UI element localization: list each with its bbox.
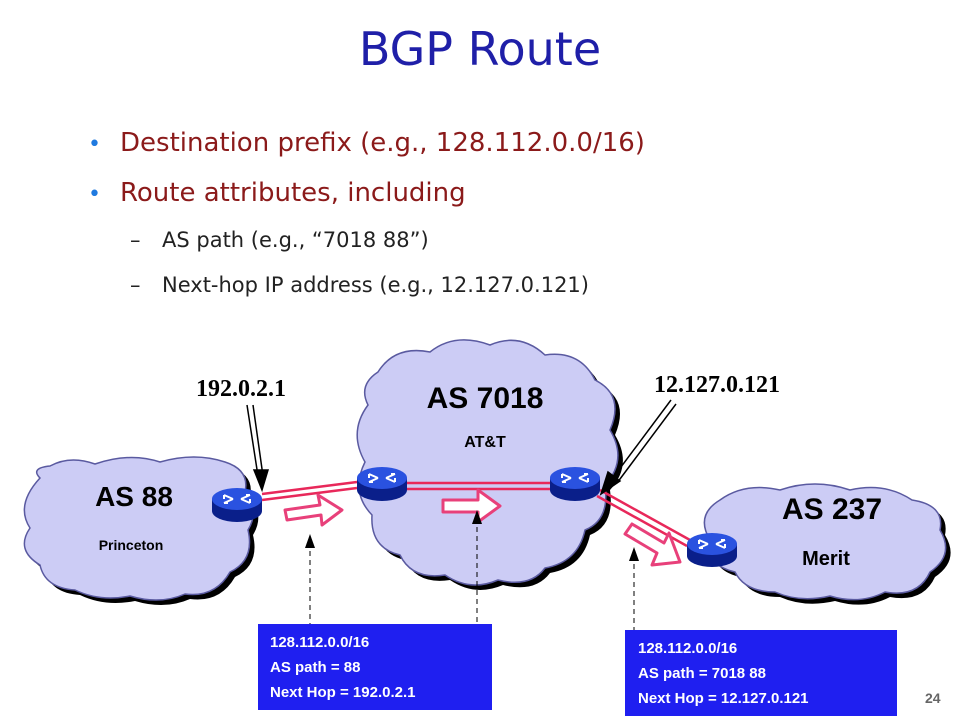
route-direction-arrow-icon	[441, 488, 502, 524]
subbullet-item: – AS path (e.g., “7018 88”)	[88, 228, 645, 273]
cloud-as7018	[356, 339, 623, 590]
dash-icon: –	[130, 228, 141, 252]
info-pointer-as7018	[629, 547, 639, 630]
slide-title: BGP Route	[358, 22, 602, 76]
bullet-text: Route attributes, including	[120, 178, 466, 208]
ip-label-12-127-0-121: 12.127.0.121	[654, 372, 780, 398]
info-box-line: AS path = 7018 88	[638, 665, 766, 682]
route-direction-arrow-icon	[283, 493, 344, 527]
cloud-as88	[23, 456, 259, 606]
link-as88-as7018	[261, 480, 358, 502]
ip-pointer-12-127-0-121	[599, 399, 677, 496]
info-box-line: 128.112.0.0/16	[638, 640, 737, 657]
bullet-text: Destination prefix (e.g., 128.112.0.0/16…	[120, 128, 645, 158]
router-as7018-west-icon	[356, 466, 408, 502]
subbullet-item: – Next-hop IP address (e.g., 12.127.0.12…	[88, 273, 645, 318]
bullet-dot-icon: •	[88, 132, 101, 157]
info-box-line: Next Hop = 192.0.2.1	[270, 684, 416, 701]
att-label: AT&T	[464, 434, 506, 451]
router-as237-icon	[686, 532, 738, 568]
info-box-route-from-as88: 128.112.0.0/16 AS path = 88 Next Hop = 1…	[258, 624, 492, 710]
princeton-label: Princeton	[99, 537, 164, 553]
router-as88-icon	[211, 487, 263, 523]
as88-label: AS 88	[95, 481, 173, 512]
ip-label-192-0-2-1: 192.0.2.1	[196, 376, 286, 402]
subbullet-text: Next-hop IP address (e.g., 12.127.0.121)	[162, 273, 589, 297]
bullet-list: • Destination prefix (e.g., 128.112.0.0/…	[88, 128, 645, 318]
page-number: 24	[925, 690, 941, 706]
bullet-dot-icon: •	[88, 182, 101, 207]
info-box-route-from-as7018: 128.112.0.0/16 AS path = 7018 88 Next Ho…	[625, 630, 897, 716]
info-box-line: 128.112.0.0/16	[270, 634, 369, 651]
cloud-as237	[703, 483, 951, 605]
as7018-label: AS 7018	[427, 382, 544, 415]
bullet-item: • Route attributes, including	[88, 178, 645, 228]
subbullet-text: AS path (e.g., “7018 88”)	[162, 228, 429, 252]
dash-icon: –	[130, 273, 141, 297]
router-as7018-east-icon	[549, 466, 601, 502]
info-pointer-as88	[305, 510, 482, 624]
merit-label: Merit	[802, 548, 850, 570]
as237-label: AS 237	[782, 493, 882, 526]
bullet-item: • Destination prefix (e.g., 128.112.0.0/…	[88, 128, 645, 178]
info-box-line: Next Hop = 12.127.0.121	[638, 690, 809, 707]
ip-pointer-192-0-2-1	[246, 404, 270, 493]
info-box-line: AS path = 88	[270, 659, 360, 676]
route-direction-arrow-icon	[623, 522, 682, 567]
